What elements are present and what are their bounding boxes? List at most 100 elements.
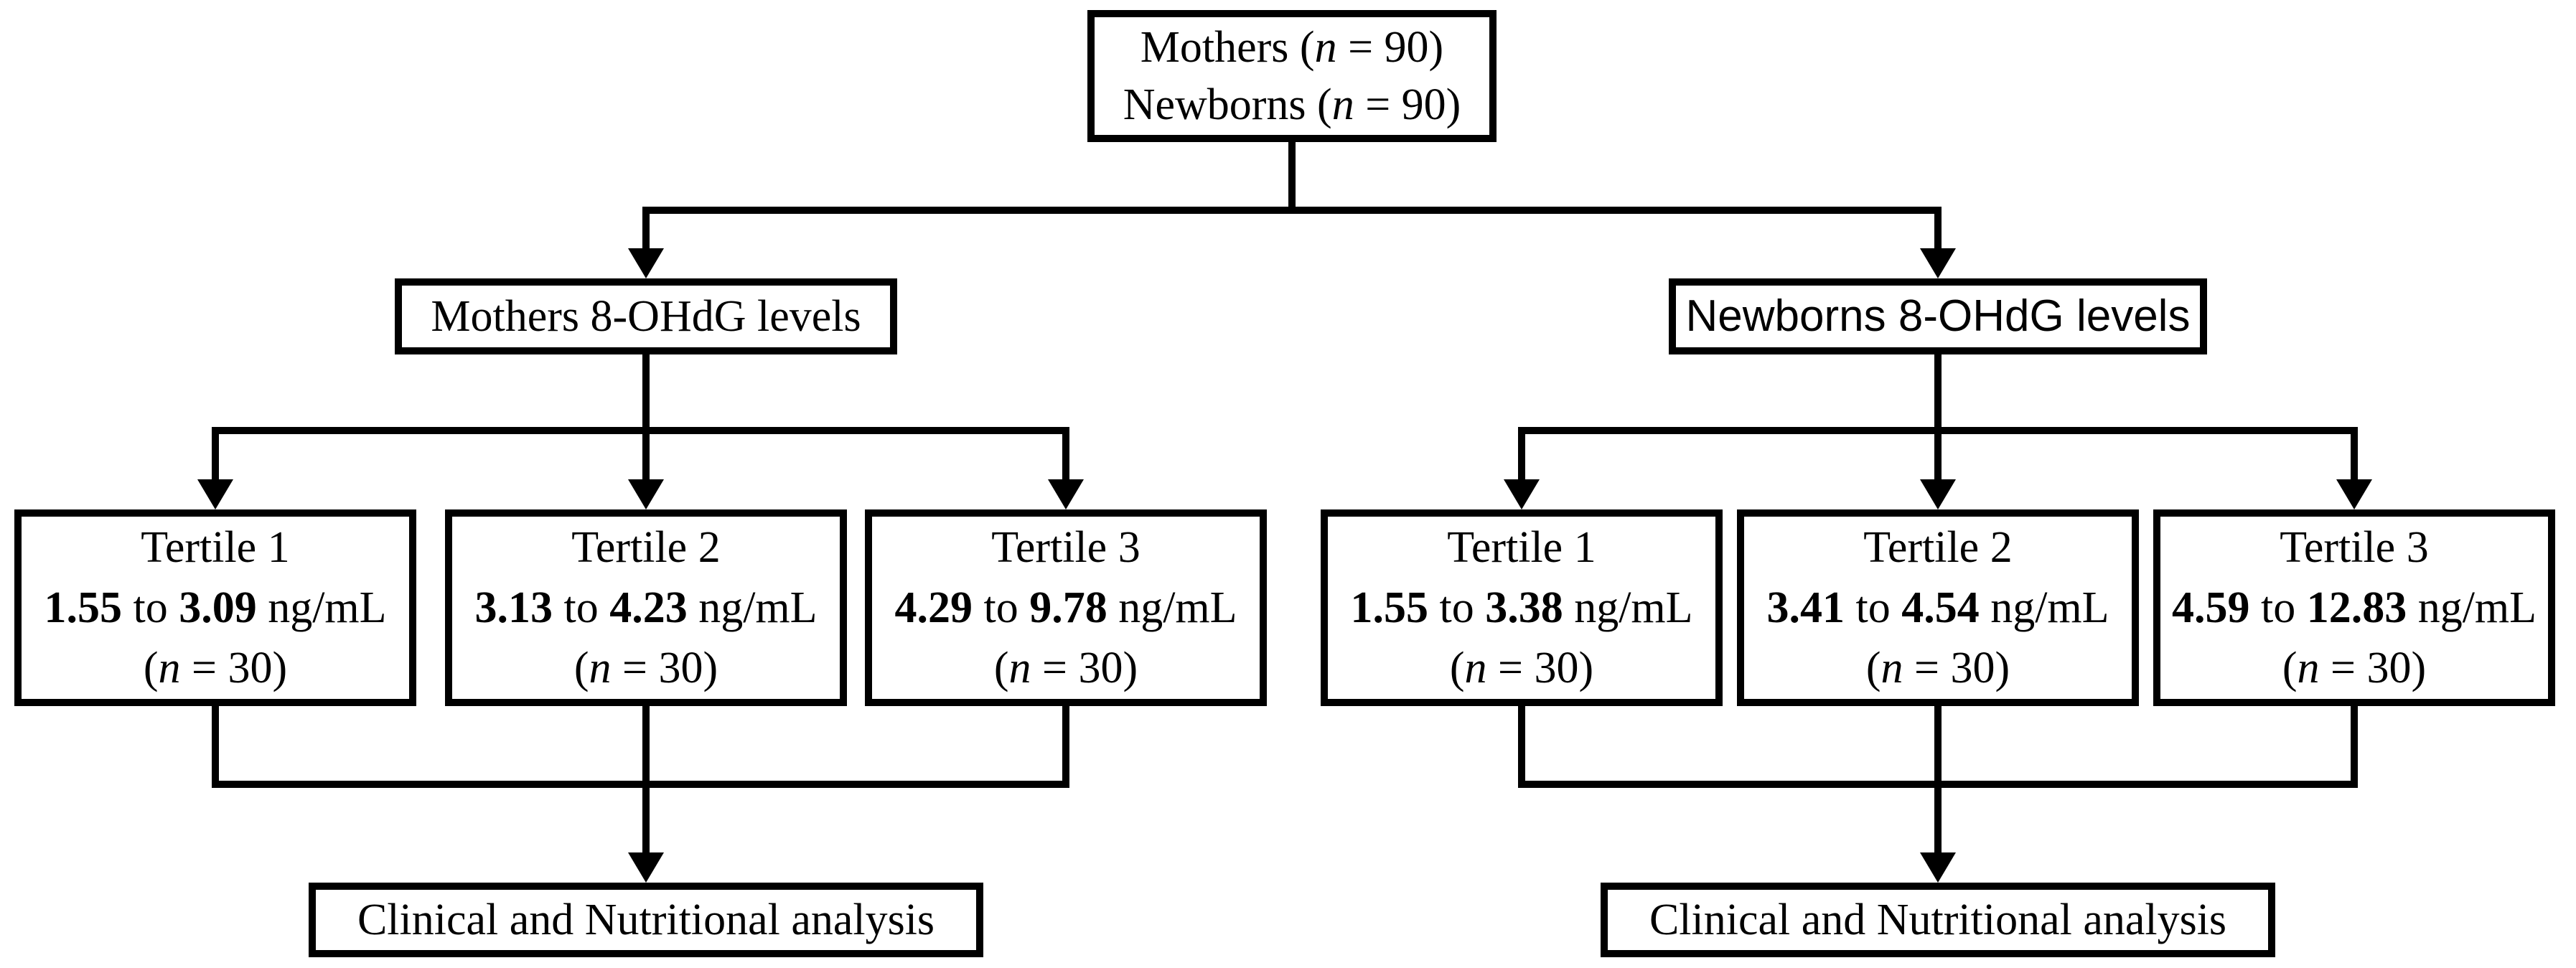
connector-root-stem bbox=[1288, 139, 1296, 212]
text-run: = 30) bbox=[1486, 644, 1594, 692]
tertile-n: (n = 30) bbox=[1450, 638, 1593, 698]
root-line-mothers: Mothers (n = 90) bbox=[1141, 19, 1443, 76]
tertile-title: Tertile 3 bbox=[2280, 523, 2429, 572]
tertile-n: (n = 30) bbox=[1866, 638, 2010, 698]
n-symbol: n bbox=[1464, 644, 1487, 692]
root-line-newborns: Newborns (n = 90) bbox=[1123, 76, 1461, 133]
range-to: to bbox=[972, 583, 1030, 632]
range-to: to bbox=[1428, 583, 1486, 632]
text-run: = 30) bbox=[1903, 644, 2010, 692]
connector-mothers-splitter-bar bbox=[212, 427, 1069, 434]
arrowhead-mothers-analysis bbox=[628, 852, 664, 883]
tertile-n: (n = 30) bbox=[144, 638, 287, 698]
n-symbol: n bbox=[589, 644, 612, 692]
text-run: ( bbox=[993, 644, 1009, 692]
range-high: 12.83 bbox=[2306, 583, 2407, 632]
connector-mothers-t1-drop bbox=[212, 427, 219, 482]
connector-newborns-analysis-stem bbox=[1934, 703, 1942, 855]
arrowhead-newborns-tertile-2 bbox=[1920, 479, 1956, 509]
connector-mothers-mid-stem bbox=[642, 352, 650, 482]
text-run: ( bbox=[573, 644, 589, 692]
range-unit: ng/mL bbox=[1979, 583, 2109, 632]
arrowhead-newborns-tertile-3 bbox=[2336, 479, 2372, 509]
tertile-range: 3.13 to 4.23 ng/mL bbox=[474, 578, 817, 638]
tertile-title: Tertile 1 bbox=[1447, 523, 1596, 572]
range-to: to bbox=[121, 583, 179, 632]
newborns-levels-label: Newborns 8-OHdG levels bbox=[1685, 291, 2191, 341]
newborns-tertile-1-node: Tertile 1 1.55 to 3.38 ng/mL (n = 30) bbox=[1321, 509, 1723, 706]
range-low: 1.55 bbox=[1350, 583, 1428, 632]
tertile-title: Tertile 1 bbox=[141, 523, 290, 572]
tertile-title: Tertile 2 bbox=[1863, 523, 2013, 572]
arrowhead-newborns-levels bbox=[1920, 248, 1956, 278]
range-low: 4.29 bbox=[894, 583, 973, 632]
tertile-range: 3.41 to 4.54 ng/mL bbox=[1766, 578, 2109, 638]
tertile-n: (n = 30) bbox=[574, 638, 718, 698]
n-symbol: n bbox=[1881, 644, 1903, 692]
text-run: ( bbox=[1449, 644, 1465, 692]
n-symbol: n bbox=[1008, 644, 1031, 692]
mothers-levels-node: Mothers 8-OHdG levels bbox=[395, 278, 897, 354]
n-symbol: n bbox=[1314, 23, 1337, 72]
range-to: to bbox=[2249, 583, 2307, 632]
connector-mothers-t1-collect bbox=[212, 703, 219, 788]
arrowhead-newborns-tertile-1 bbox=[1504, 479, 1540, 509]
root-node: Mothers (n = 90) Newborns (n = 90) bbox=[1087, 10, 1497, 142]
n-symbol: n bbox=[2297, 644, 2320, 692]
newborns-levels-node: Newborns 8-OHdG levels bbox=[1669, 278, 2207, 354]
text-run: ( bbox=[143, 644, 159, 692]
tertile-range: 4.59 to 12.83 ng/mL bbox=[2172, 578, 2537, 638]
n-symbol: n bbox=[1331, 80, 1354, 129]
connector-newborns-mid-stem bbox=[1934, 352, 1942, 482]
mothers-levels-label: Mothers 8-OHdG levels bbox=[431, 292, 861, 341]
connector-newborns-t3-collect bbox=[2351, 703, 2358, 788]
newborns-tertile-2-node: Tertile 2 3.41 to 4.54 ng/mL (n = 30) bbox=[1737, 509, 2139, 706]
connector-newborns-t1-drop bbox=[1518, 427, 1525, 482]
range-unit: ng/mL bbox=[256, 583, 387, 632]
range-low: 3.13 bbox=[474, 583, 553, 632]
arrowhead-mothers-levels bbox=[628, 248, 664, 278]
connector-right-branch-drop bbox=[1934, 207, 1942, 251]
tertile-range: 4.29 to 9.78 ng/mL bbox=[894, 578, 1237, 638]
n-symbol: n bbox=[158, 644, 181, 692]
tertile-n: (n = 30) bbox=[994, 638, 1138, 698]
range-to: to bbox=[552, 583, 610, 632]
text-run: ( bbox=[2282, 644, 2298, 692]
tertile-title: Tertile 2 bbox=[571, 523, 721, 572]
range-high: 4.54 bbox=[1901, 583, 1980, 632]
text-run: = 30) bbox=[2319, 644, 2427, 692]
range-low: 1.55 bbox=[44, 583, 122, 632]
range-low: 4.59 bbox=[2171, 583, 2250, 632]
connector-mothers-t3-collect bbox=[1062, 703, 1069, 788]
connector-newborns-t1-collect bbox=[1518, 703, 1525, 788]
tertile-title: Tertile 3 bbox=[991, 523, 1141, 572]
text-run: = 30) bbox=[180, 644, 288, 692]
range-unit: ng/mL bbox=[1107, 583, 1237, 632]
mothers-tertile-3-node: Tertile 3 4.29 to 9.78 ng/mL (n = 30) bbox=[865, 509, 1267, 706]
mothers-analysis-node: Clinical and Nutritional analysis bbox=[309, 883, 983, 957]
text-run: = 90) bbox=[1354, 80, 1461, 129]
arrowhead-newborns-analysis bbox=[1920, 852, 1956, 883]
range-high: 3.38 bbox=[1485, 583, 1563, 632]
mothers-tertile-1-node: Tertile 1 1.55 to 3.09 ng/mL (n = 30) bbox=[14, 509, 416, 706]
tertile-range: 1.55 to 3.38 ng/mL bbox=[1350, 578, 1692, 638]
text-run: Mothers ( bbox=[1140, 23, 1315, 72]
range-to: to bbox=[1844, 583, 1902, 632]
newborns-analysis-node: Clinical and Nutritional analysis bbox=[1601, 883, 2275, 957]
connector-newborns-t3-drop bbox=[2351, 427, 2358, 482]
text-run: = 30) bbox=[611, 644, 718, 692]
range-unit: ng/mL bbox=[1563, 583, 1693, 632]
range-low: 3.41 bbox=[1766, 583, 1845, 632]
mothers-tertile-2-node: Tertile 2 3.13 to 4.23 ng/mL (n = 30) bbox=[445, 509, 847, 706]
text-run: = 30) bbox=[1031, 644, 1138, 692]
arrowhead-mothers-tertile-1 bbox=[197, 479, 233, 509]
text-run: Newborns ( bbox=[1123, 80, 1332, 129]
arrowhead-mothers-tertile-2 bbox=[628, 479, 664, 509]
newborns-analysis-label: Clinical and Nutritional analysis bbox=[1649, 896, 2227, 944]
text-run: ( bbox=[1865, 644, 1881, 692]
tertile-range: 1.55 to 3.09 ng/mL bbox=[44, 578, 386, 638]
connector-left-branch-drop bbox=[642, 207, 650, 251]
mothers-analysis-label: Clinical and Nutritional analysis bbox=[357, 896, 935, 944]
newborns-tertile-3-node: Tertile 3 4.59 to 12.83 ng/mL (n = 30) bbox=[2153, 509, 2555, 706]
